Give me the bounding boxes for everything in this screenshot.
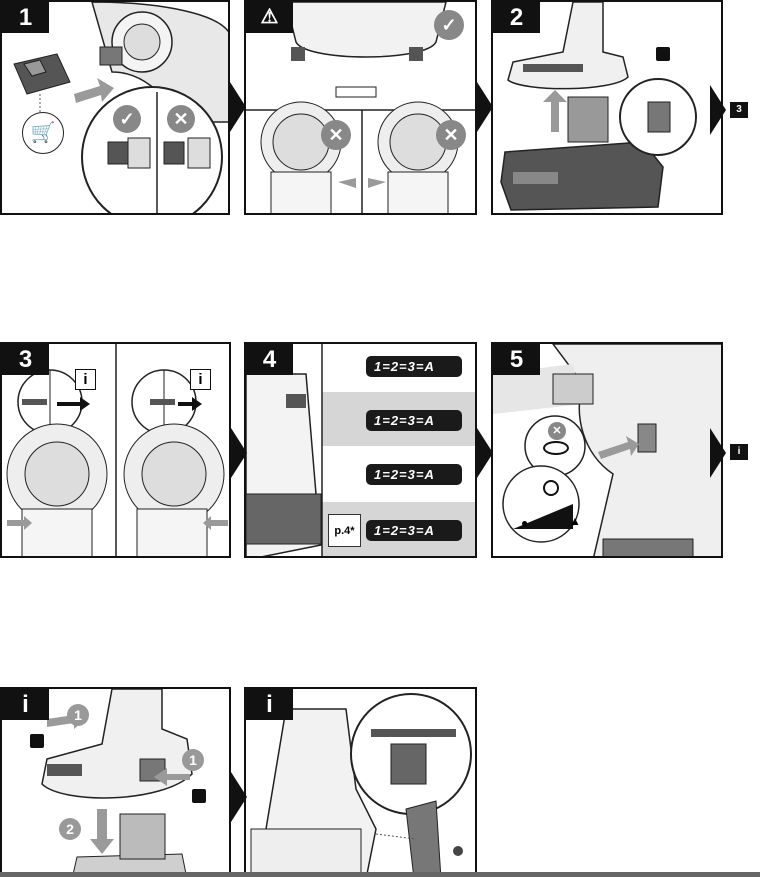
panel-info-battery: i 1 1 2 — [0, 687, 231, 877]
step-badge: 1 — [2, 2, 49, 33]
direction-switch-illustration — [246, 2, 475, 213]
unlock-icon — [192, 789, 206, 803]
next-page-ref: i — [730, 444, 748, 460]
step-badge: i — [246, 689, 293, 720]
warning-icon: ⚠ — [246, 2, 293, 33]
mode-display: 1=2=3=A — [366, 520, 462, 541]
next-arrow — [710, 428, 726, 478]
power-icon — [543, 480, 559, 496]
battery-insert-illustration — [500, 2, 697, 211]
next-arrow — [710, 85, 726, 135]
panel-step-5: 5 ✕ ● ▲ — [491, 342, 723, 558]
panel-info-belt-clip: i — [244, 687, 477, 877]
panel-step-2: 2 — [491, 0, 723, 215]
cross-icon: ✕ — [548, 422, 566, 440]
mode-display: 1=2=3=A — [366, 410, 462, 431]
next-arrow — [477, 428, 493, 478]
next-arrow — [230, 82, 246, 132]
mode-display: 1=2=3=A — [366, 464, 462, 485]
info-icon: i — [75, 369, 96, 390]
callout-number: 2 — [59, 818, 81, 840]
step-badge: 4 — [246, 344, 293, 375]
step-badge: 3 — [2, 344, 49, 375]
callout-number: 1 — [67, 704, 89, 726]
cross-icon: ✕ — [167, 105, 195, 133]
next-arrow — [477, 82, 493, 132]
next-arrow — [231, 428, 247, 478]
page-reference: p.4* — [328, 514, 361, 547]
panel-step-1: 1 🛒 ✓ ✕ — [0, 0, 230, 215]
step-badge: 2 — [493, 2, 540, 33]
unlock-icon — [30, 734, 44, 748]
next-arrow — [231, 772, 247, 822]
belt-clip-illustration — [250, 693, 472, 875]
panel-step-4: 4 1=2=3=A 1=2=3=A 1=2=3=A 1=2=3=A p.4* — [244, 342, 477, 558]
check-icon: ✓ — [434, 10, 464, 40]
cart-icon: 🛒 — [22, 112, 64, 154]
panel-step-3: 3 i i — [0, 342, 231, 558]
panel-warning: ⚠ ✓ ✕ ✕ — [244, 0, 477, 215]
check-icon: ✓ — [113, 105, 141, 133]
mode-display: 1=2=3=A — [366, 356, 462, 377]
cross-icon: ✕ — [436, 120, 466, 150]
socket-direction-illustration — [6, 344, 228, 556]
eye-icon — [543, 441, 569, 455]
cross-icon: ✕ — [321, 120, 351, 150]
rabbit-icon: ▲ — [569, 514, 581, 528]
info-icon: i — [190, 369, 211, 390]
callout-number: 1 — [182, 749, 204, 771]
step-badge: i — [2, 689, 49, 720]
step-badge: 5 — [493, 344, 540, 375]
trigger-light-illustration — [493, 344, 721, 556]
turtle-icon: ● — [521, 516, 529, 530]
lock-icon — [656, 47, 670, 61]
page-bottom-rule — [0, 872, 760, 877]
next-page-ref: 3 — [730, 102, 748, 118]
